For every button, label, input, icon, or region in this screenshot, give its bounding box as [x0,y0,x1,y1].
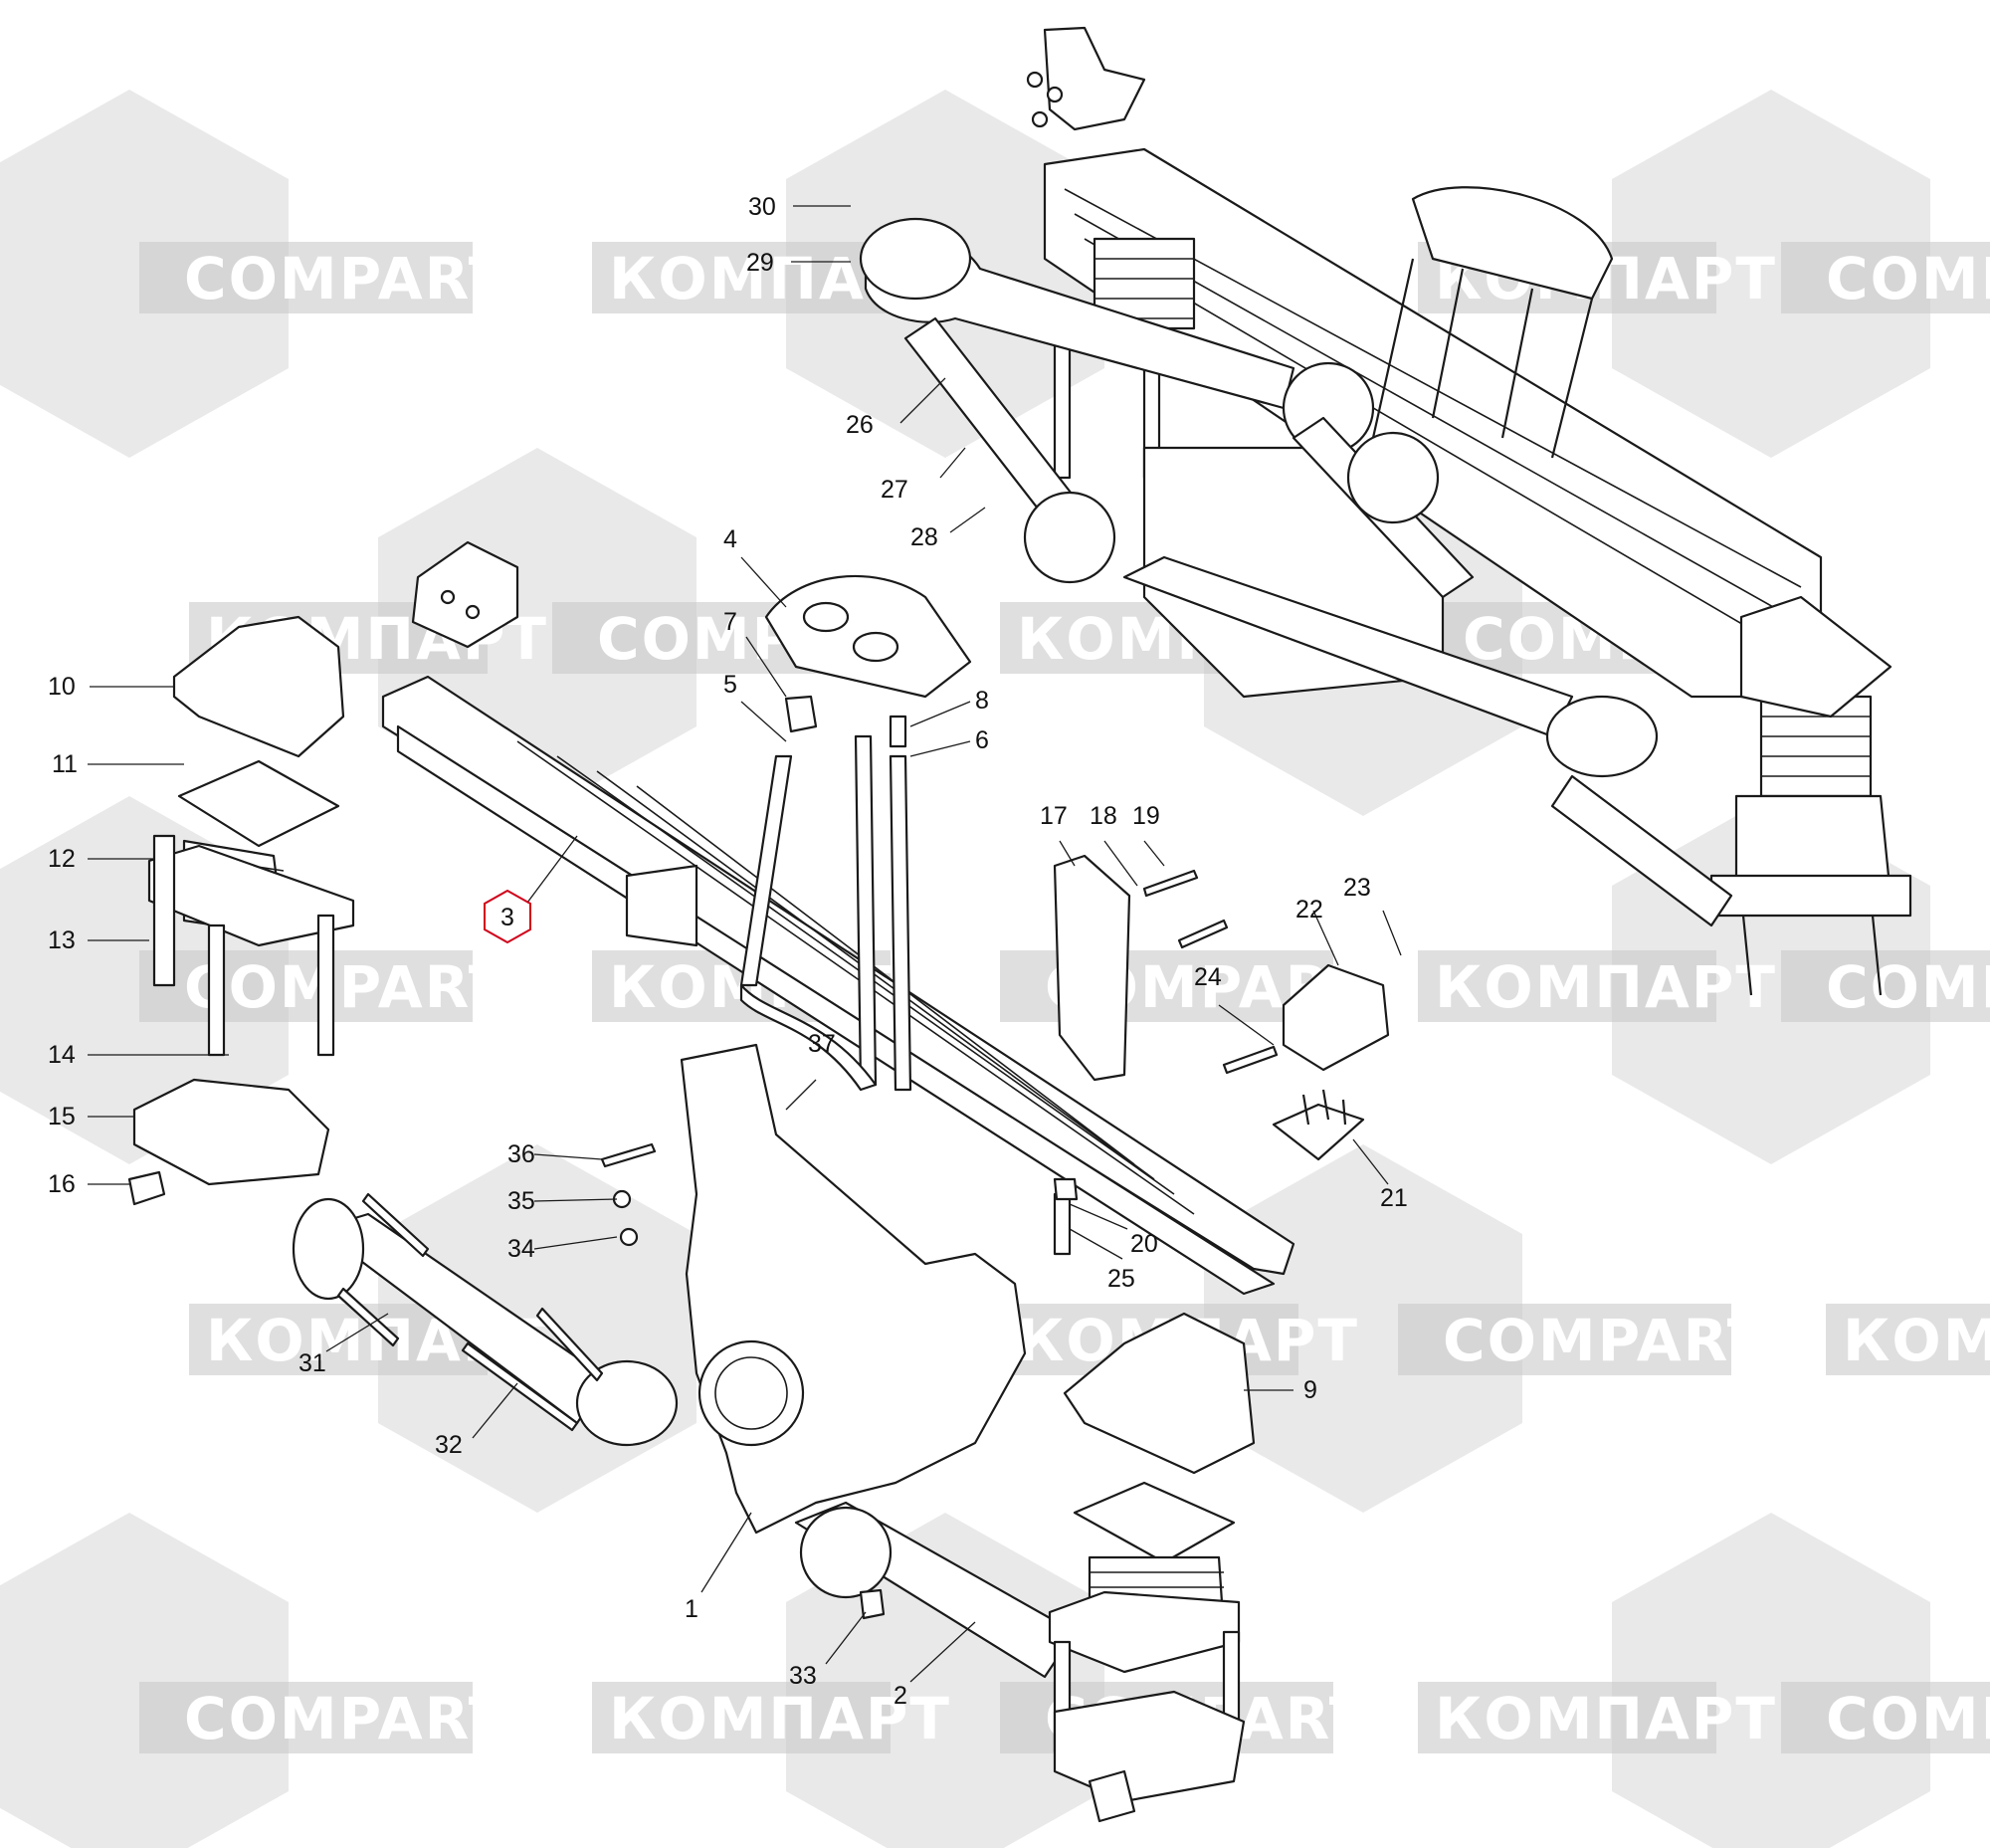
watermark-latin: COMPART [184,245,509,312]
callout-27: 27 [881,476,908,504]
bracket-part-10 [172,615,345,758]
callout-28: 28 [910,523,938,551]
callout-16: 16 [48,1170,76,1198]
callout-36: 36 [507,1140,535,1168]
watermark-latin: COMPART [1826,1685,1990,1752]
watermark-latin: COMPART [1826,953,1990,1021]
callout-4: 4 [723,525,737,553]
watermark-latin: COMPART [184,1685,509,1752]
callout-15: 15 [48,1103,76,1130]
callout-18: 18 [1090,802,1117,830]
callout-6: 6 [975,726,989,754]
watermark-latin: COMPART [1443,1307,1768,1374]
watermark-latin: COMPART [184,953,509,1021]
assembled-suspension [859,26,1912,996]
callout-7: 7 [723,608,737,636]
callout-20: 20 [1130,1230,1158,1258]
watermark-cyrillic: КОМПАРТ [1435,1685,1777,1752]
callout-14: 14 [48,1041,76,1069]
callout-10: 10 [48,673,76,701]
callout-5: 5 [723,671,737,699]
bracket-part-9 [1063,1312,1256,1475]
callout-labels: 10 11 12 13 14 15 16 3 4 5 7 8 6 17 18 1… [48,193,1408,1710]
callout-3: 3 [500,904,514,931]
watermark-cyrillic: КОМПАРТ [1843,1307,1990,1374]
callout-9: 9 [1303,1376,1317,1404]
exploded-parts [127,540,1390,1823]
callout-8: 8 [975,687,989,715]
highlight-hexagon [484,889,531,944]
callout-29: 29 [746,249,774,277]
callout-37: 37 [808,1030,836,1058]
callout-12: 12 [48,845,76,873]
callout-19: 19 [1132,802,1160,830]
callout-25: 25 [1107,1265,1135,1293]
leaf-spring-part-3 [381,675,1295,1296]
watermark-latin: COMPART [1826,245,1990,312]
callout-21: 21 [1380,1184,1408,1212]
callout-23: 23 [1343,874,1371,902]
callout-34: 34 [507,1235,535,1263]
callout-11: 11 [52,750,78,778]
callout-26: 26 [846,411,874,439]
callout-35: 35 [507,1187,535,1215]
watermark-cyrillic: КОМПАРТ [1435,953,1777,1021]
callout-17: 17 [1040,802,1068,830]
callout-32: 32 [435,1431,463,1459]
callout-33: 33 [789,1662,817,1690]
callout-30: 30 [748,193,776,221]
callout-24: 24 [1194,963,1222,991]
watermark-cyrillic: КОМПАРТ [609,1685,951,1752]
callout-2: 2 [894,1682,907,1710]
callout-13: 13 [48,926,76,954]
leader-lines [88,205,1402,1683]
watermark-layer: COMPART КОМПАРТ КОМПАРТ COMPART КОМПАРТ … [0,90,1990,1848]
callout-31: 31 [298,1349,326,1377]
callout-22: 22 [1295,896,1323,924]
callout-1: 1 [685,1595,698,1623]
